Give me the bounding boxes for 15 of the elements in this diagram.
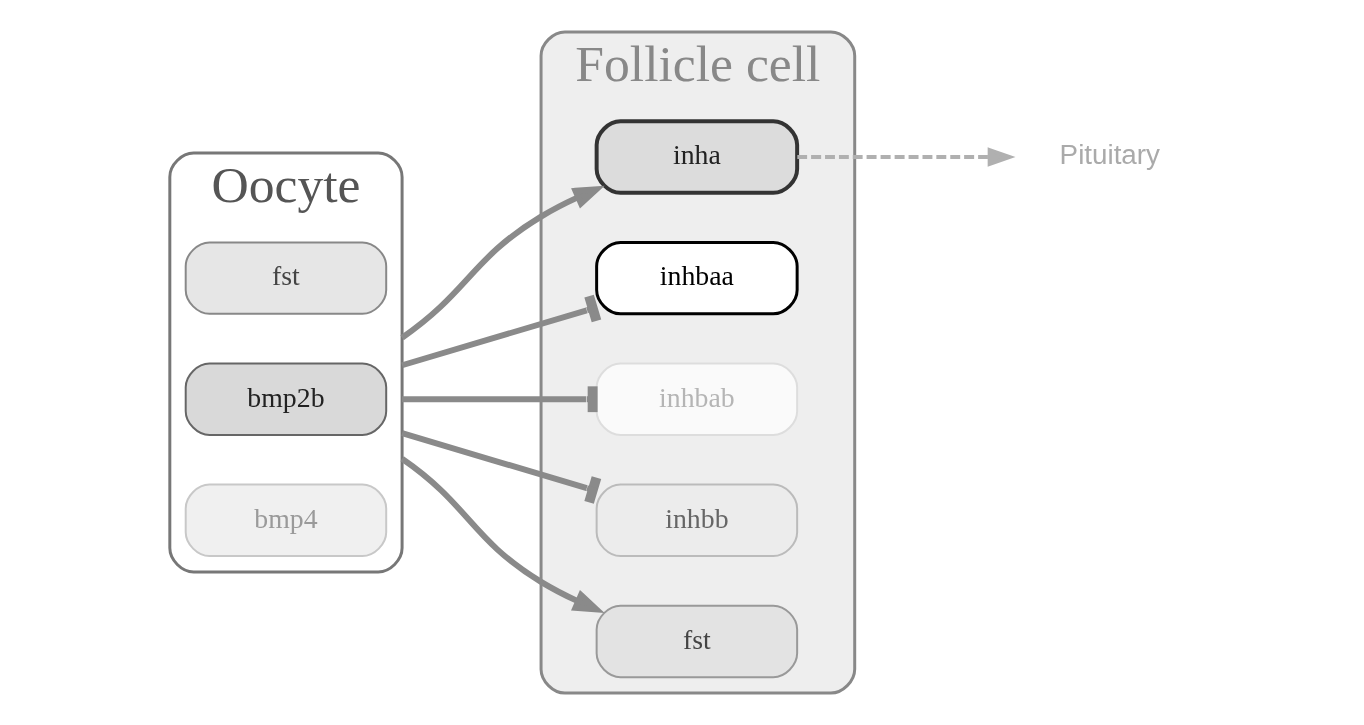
arrow (400, 456, 605, 613)
node-box: fst (595, 604, 799, 679)
node-box: inhbaa (595, 240, 799, 316)
arrow (400, 185, 605, 341)
node-box: bmp4 (184, 483, 388, 558)
node-box: fst (184, 241, 388, 315)
node-box: bmp2b (184, 362, 388, 436)
node-box: inha (594, 119, 800, 195)
node-text: Pituitary (1059, 139, 1160, 171)
node-box: inhbab (595, 362, 799, 436)
arrow (797, 147, 1016, 167)
node-box: inhbb (595, 483, 799, 558)
connector (402, 386, 598, 413)
connector (401, 430, 602, 504)
connector (401, 294, 602, 369)
